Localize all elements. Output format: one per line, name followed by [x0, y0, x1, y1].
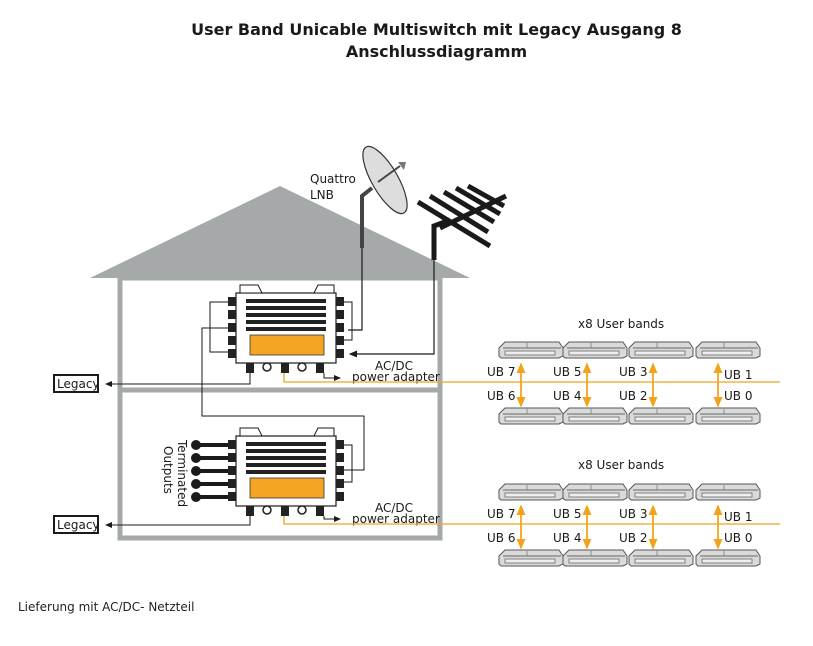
house-lower-floor	[117, 387, 443, 541]
ub-label: UB 2	[619, 531, 647, 545]
acdc-label-upper-1: AC/DC	[375, 359, 413, 373]
diagram-title: User Band Unicable Multiswitch mit Legac…	[191, 20, 682, 39]
ub-label: UB 1	[724, 510, 752, 524]
receiver-icon	[628, 549, 694, 567]
ub-label: UB 5	[553, 365, 581, 379]
diagram-subtitle: Anschlussdiagramm	[345, 42, 528, 61]
ub-label: UB 6	[487, 389, 515, 403]
user-bands-label-lower: x8 User bands	[578, 458, 664, 472]
receiver-icon	[628, 483, 694, 501]
legacy-box-upper	[53, 374, 99, 393]
terminated-label-line2: Outputs	[161, 446, 175, 494]
user-bands-label-upper: x8 User bands	[578, 317, 664, 331]
unicable-line-lower	[283, 516, 780, 525]
ub-label: UB 3	[619, 507, 647, 521]
receiver-icon	[562, 483, 628, 501]
acdc-label-lower-2: power adapter	[352, 512, 440, 526]
receiver-icon	[628, 341, 694, 359]
receiver-icon	[562, 407, 628, 425]
legacy-box-lower	[53, 515, 99, 534]
ub-label: UB 1	[724, 368, 752, 382]
legacy-label-lower: Legacy	[57, 518, 100, 532]
ub-label: UB 7	[487, 507, 515, 521]
lnb-label-line2: LNB	[310, 188, 334, 202]
receiver-icon	[498, 549, 564, 567]
unicable-line-upper	[283, 373, 780, 383]
terminated-label-line1: Terminated	[175, 439, 189, 507]
terminated-outputs	[191, 440, 228, 502]
receiver-icon	[695, 483, 761, 501]
ub-label: UB 0	[724, 389, 752, 403]
receiver-icon	[498, 407, 564, 425]
acdc-label-upper-2: power adapter	[352, 370, 440, 384]
acdc-label-lower-1: AC/DC	[375, 501, 413, 515]
receiver-icon	[562, 341, 628, 359]
receiver-icon	[562, 549, 628, 567]
satellite-dish-icon	[360, 145, 408, 248]
receiver-icon	[695, 341, 761, 359]
footer-note: Lieferung mit AC/DC- Netzteil	[18, 600, 195, 614]
receiver-icon	[498, 483, 564, 501]
ub-label: UB 5	[553, 507, 581, 521]
multiswitch-upper	[227, 284, 345, 374]
terrestrial-antenna-icon	[416, 183, 508, 260]
ub-label: UB 3	[619, 365, 647, 379]
receiver-icon	[628, 407, 694, 425]
receiver-icon	[695, 407, 761, 425]
lnb-label-line1: Quattro	[310, 172, 356, 186]
ub-label: UB 0	[724, 531, 752, 545]
multiswitch-lower	[227, 427, 345, 517]
receiver-icon	[498, 341, 564, 359]
house-roof	[90, 186, 470, 278]
ub-label: UB 4	[553, 389, 581, 403]
ub-label: UB 6	[487, 531, 515, 545]
receiver-icon	[695, 549, 761, 567]
ub-label: UB 7	[487, 365, 515, 379]
legacy-label-upper: Legacy	[57, 377, 100, 391]
ub-label: UB 4	[553, 531, 581, 545]
ub-label: UB 2	[619, 389, 647, 403]
